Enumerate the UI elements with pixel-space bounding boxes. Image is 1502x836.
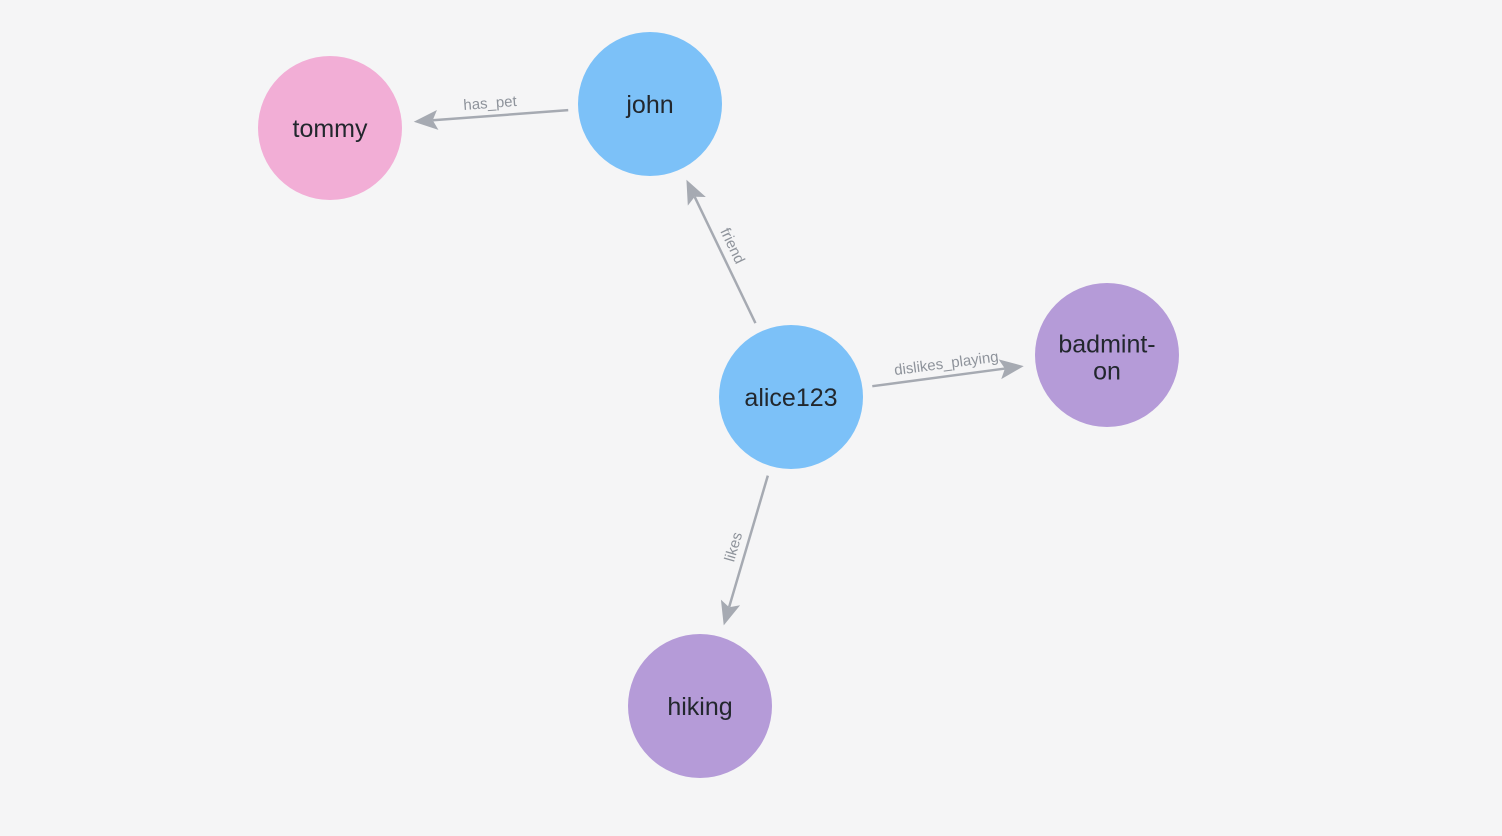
- node-circle-john[interactable]: [578, 32, 722, 176]
- node-label-john[interactable]: john: [625, 91, 673, 119]
- edge-arrowhead-icon[interactable]: [998, 356, 1025, 380]
- edge-arrowhead-icon[interactable]: [677, 175, 706, 206]
- edge-line-dislikes_playing[interactable]: [872, 367, 1006, 388]
- node-circle-tommy[interactable]: [258, 56, 402, 200]
- node-label-tommy[interactable]: tommy: [293, 115, 369, 143]
- node-hiking: hiking: [628, 634, 772, 778]
- edge-alice123-john: friend: [677, 175, 757, 324]
- edge-label-has_pet[interactable]: has_pet: [463, 93, 518, 114]
- node-label-hiking[interactable]: hiking: [667, 693, 732, 721]
- node-circle-hiking[interactable]: [628, 634, 772, 778]
- edge-line-likes[interactable]: [727, 475, 770, 608]
- node-circle-alice123[interactable]: [719, 325, 863, 469]
- edge-line-has_pet[interactable]: [432, 108, 569, 122]
- node-label-badminton[interactable]: badmint-on: [1058, 331, 1155, 386]
- node-circle-badminton[interactable]: [1035, 283, 1179, 427]
- node-badminton: badmint-on: [1035, 283, 1179, 427]
- edge-alice123-hiking: likes: [714, 475, 770, 629]
- edge-alice123-badminton: dislikes_playing: [872, 348, 1025, 388]
- edge-label-friend[interactable]: friend: [716, 225, 748, 266]
- edge-line-friend[interactable]: [693, 196, 757, 324]
- node-john: john: [578, 32, 722, 176]
- node-alice123: alice123: [719, 325, 863, 469]
- edge-arrowhead-icon[interactable]: [413, 109, 439, 132]
- edge-arrowhead-icon[interactable]: [714, 599, 741, 629]
- edge-john-tommy: has_pet: [413, 93, 569, 132]
- edge-label-dislikes_playing[interactable]: dislikes_playing: [893, 348, 999, 379]
- node-label-alice123[interactable]: alice123: [744, 384, 837, 412]
- node-tommy: tommy: [258, 56, 402, 200]
